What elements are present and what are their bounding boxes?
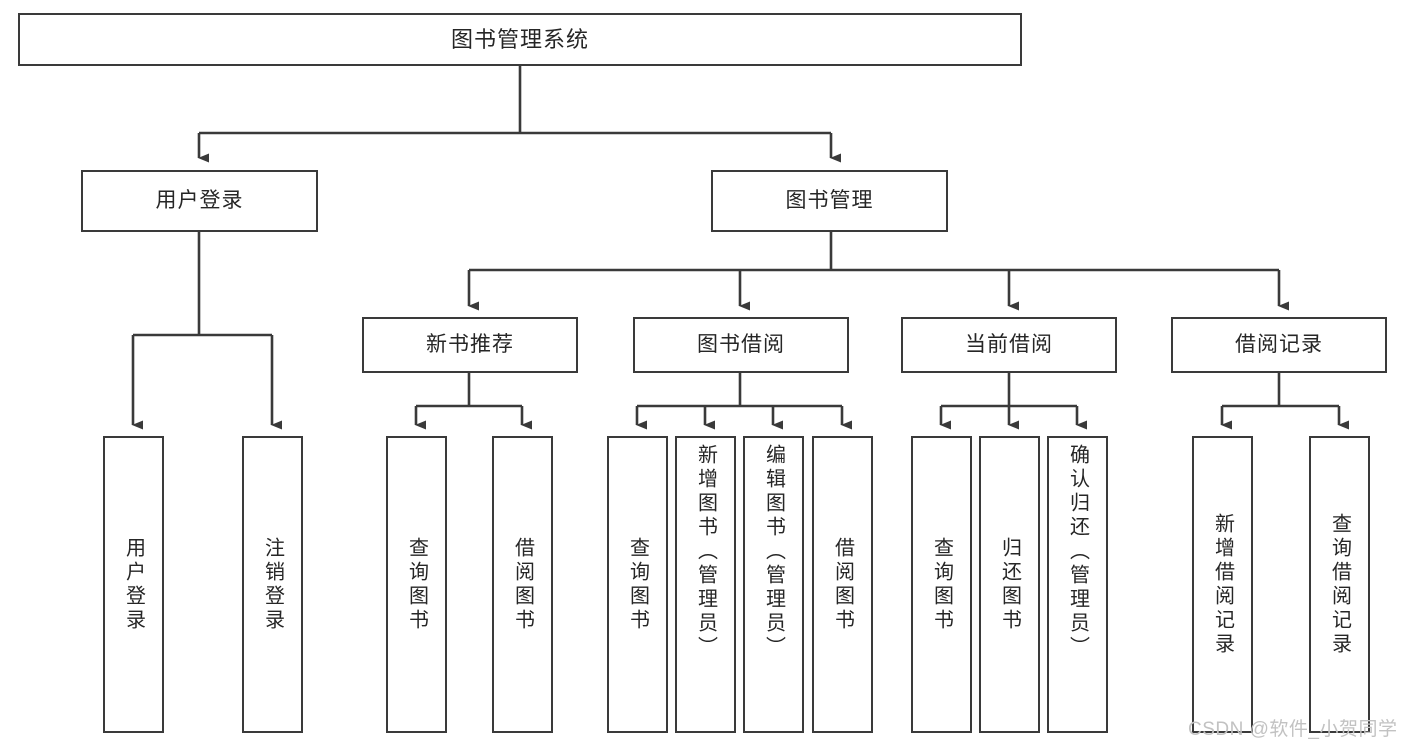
leaf-user-login[interactable]: 用户登录	[103, 436, 164, 733]
node-borrow-records[interactable]: 借阅记录	[1171, 317, 1387, 373]
leaf-query-book-borrow[interactable]: 查询图书	[607, 436, 668, 733]
leaf-label: 用户登录	[122, 536, 145, 633]
edges-new-book-to-leaves	[414, 373, 532, 430]
leaf-add-book-admin[interactable]: 新增图书（管理员）	[675, 436, 736, 733]
leaf-label: 借阅图书	[511, 536, 534, 633]
node-book-management[interactable]: 图书管理	[711, 170, 948, 232]
node-new-book-recommend[interactable]: 新书推荐	[362, 317, 578, 373]
leaf-label: 新增图书（管理员）	[694, 444, 717, 660]
leaf-label: 查询图书	[626, 536, 649, 633]
node-book-borrow[interactable]: 图书借阅	[633, 317, 849, 373]
node-root-system[interactable]: 图书管理系统	[18, 13, 1022, 66]
edges-current-to-leaves	[939, 373, 1087, 430]
node-user-login[interactable]: 用户登录	[81, 170, 318, 232]
leaf-label: 查询借阅记录	[1328, 512, 1351, 657]
leaf-label: 编辑图书（管理员）	[762, 444, 785, 660]
leaf-label: 借阅图书	[831, 536, 854, 633]
leaf-return-book[interactable]: 归还图书	[979, 436, 1040, 733]
edges-borrow-to-leaves	[635, 373, 852, 430]
leaf-logout[interactable]: 注销登录	[242, 436, 303, 733]
leaf-label: 查询图书	[405, 536, 428, 633]
leaf-query-borrow-record[interactable]: 查询借阅记录	[1309, 436, 1370, 733]
leaf-label: 确认归还（管理员）	[1066, 444, 1089, 660]
leaf-borrow-book[interactable]: 借阅图书	[812, 436, 873, 733]
leaf-label: 查询图书	[930, 536, 953, 633]
node-current-borrow[interactable]: 当前借阅	[901, 317, 1117, 373]
leaf-add-borrow-record[interactable]: 新增借阅记录	[1192, 436, 1253, 733]
leaf-edit-book-admin[interactable]: 编辑图书（管理员）	[743, 436, 804, 733]
edges-records-to-leaves	[1220, 373, 1349, 430]
leaf-label: 注销登录	[261, 536, 284, 633]
leaf-label: 新增借阅记录	[1211, 512, 1234, 657]
edges-root-to-level2	[197, 66, 841, 163]
leaf-label: 归还图书	[998, 536, 1021, 633]
csdn-watermark: CSDN @软件_小贺同学	[1188, 719, 1398, 740]
edges-user-login-to-leaves	[131, 232, 282, 430]
leaf-query-book-current[interactable]: 查询图书	[911, 436, 972, 733]
leaf-query-book-newbook[interactable]: 查询图书	[386, 436, 447, 733]
leaf-confirm-return-admin[interactable]: 确认归还（管理员）	[1047, 436, 1108, 733]
leaf-borrow-book-newbook[interactable]: 借阅图书	[492, 436, 553, 733]
edges-book-manage-to-level3	[467, 232, 1289, 311]
